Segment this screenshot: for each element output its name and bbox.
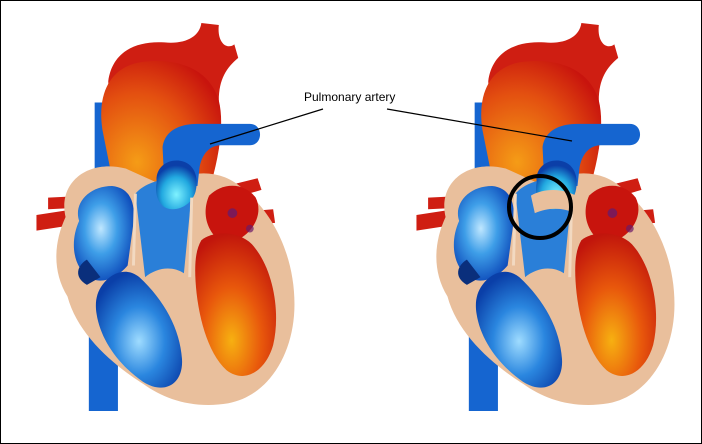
heart-right <box>416 23 674 411</box>
pulmonary-artery-label: Pulmonary artery <box>304 90 395 104</box>
heart-left <box>36 23 294 411</box>
